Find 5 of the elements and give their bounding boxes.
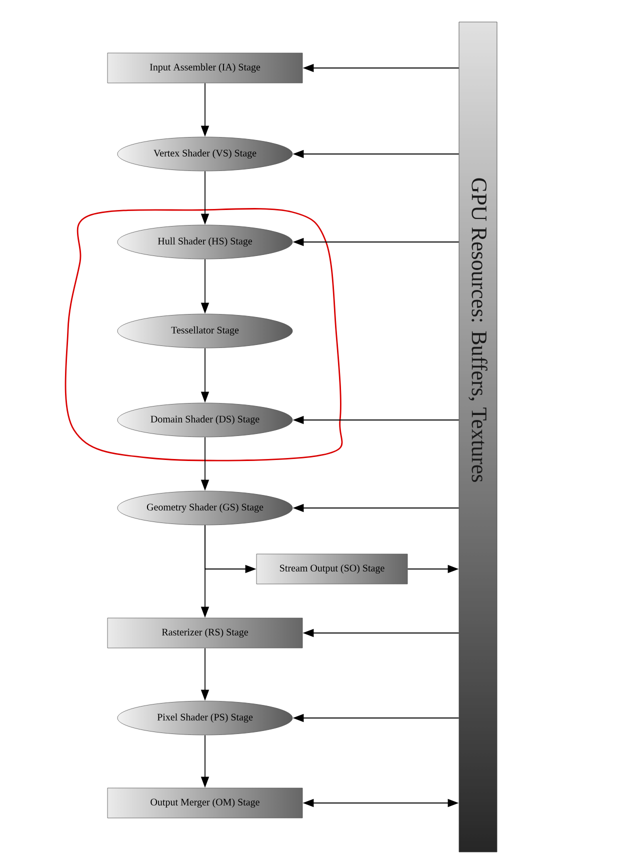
stage-box: Input Assembler (IA) Stage bbox=[107, 52, 303, 84]
stage-box: Stream Output (SO) Stage bbox=[256, 554, 408, 584]
stage-box: Rasterizer (RS) Stage bbox=[107, 618, 303, 648]
resource-bar: GPU Resources: Buffers, Textures bbox=[458, 22, 498, 852]
stage-box: Output Merger (OM) Stage bbox=[107, 788, 303, 818]
